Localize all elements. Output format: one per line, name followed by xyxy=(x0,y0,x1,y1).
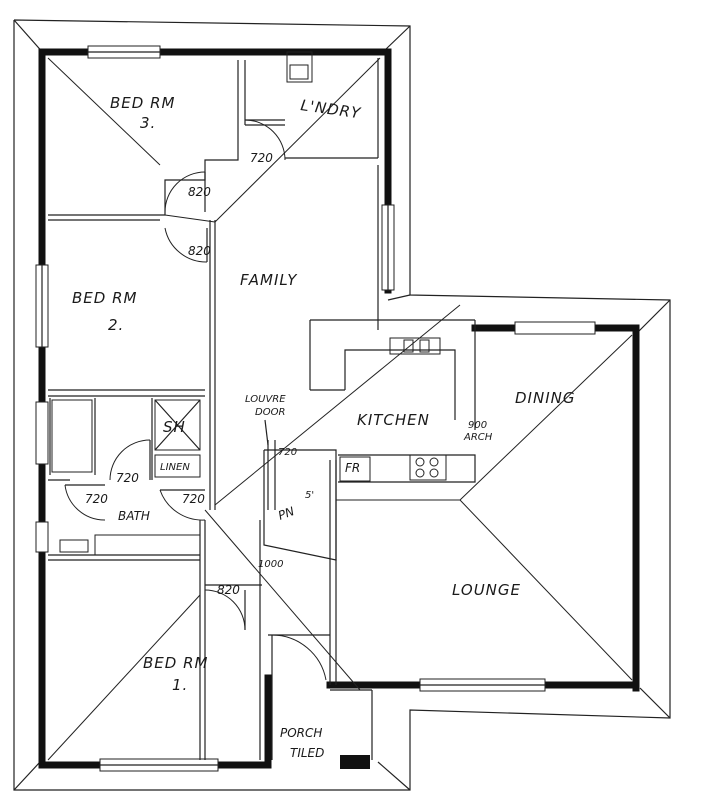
label-lounge: LOUNGE xyxy=(452,581,521,599)
label-bed3: BED RM xyxy=(110,94,175,112)
note-pantry-size: 5' xyxy=(305,490,314,501)
dim-bath-door-2: 720 xyxy=(85,492,108,506)
external-walls xyxy=(38,48,640,769)
label-shower: SH xyxy=(163,418,186,436)
note-arch: ARCH xyxy=(463,432,493,443)
dim-bath-door-1: 720 xyxy=(116,471,139,485)
dim-bed2-door: 820 xyxy=(188,244,211,258)
note-louvre: LOUVRE xyxy=(245,394,286,405)
label-bed2-num: 2. xyxy=(108,316,124,334)
dim-entry-door: 1000 xyxy=(258,559,283,570)
door-swings xyxy=(64,119,327,690)
dim-hall-door: 720 xyxy=(182,492,205,506)
label-porch-tiled: TILED xyxy=(290,746,324,760)
dim-bed1-door: 820 xyxy=(217,583,240,597)
label-laundry: L'NDRY xyxy=(299,96,363,122)
label-bed3-num: 3. xyxy=(140,114,156,132)
label-bed2: BED RM xyxy=(72,289,137,307)
label-porch: PORCH xyxy=(280,726,322,740)
windows xyxy=(35,45,596,772)
label-bath: BATH xyxy=(118,509,150,523)
label-dining: DINING xyxy=(515,389,575,407)
label-fridge: FR xyxy=(345,461,360,475)
room-labels: BED RM 3. L'NDRY FAMILY BED RM 2. SH LIN… xyxy=(72,94,575,760)
note-pantry: PN xyxy=(276,504,296,523)
label-family: FAMILY xyxy=(240,271,298,289)
roof-outline xyxy=(13,19,671,791)
dim-bed3-door: 820 xyxy=(188,185,211,199)
roof-hips xyxy=(47,57,633,761)
note-louvre-door: DOOR xyxy=(255,407,285,418)
dim-louvre-door: 720 xyxy=(278,447,297,458)
label-bed1: BED RM xyxy=(143,654,208,672)
internal-walls xyxy=(48,51,476,760)
door-dimensions: 720 820 820 720 720 720 720 820 1000 xyxy=(85,151,297,597)
label-kitchen: KITCHEN xyxy=(357,411,430,429)
dim-laundry-door: 720 xyxy=(250,151,273,165)
annotations: LOUVRE DOOR 900 ARCH PN 5' xyxy=(245,394,493,523)
label-linen: LINEN xyxy=(160,462,190,473)
label-bed1-num: 1. xyxy=(172,676,188,694)
note-arch-size: 900 xyxy=(468,420,487,431)
